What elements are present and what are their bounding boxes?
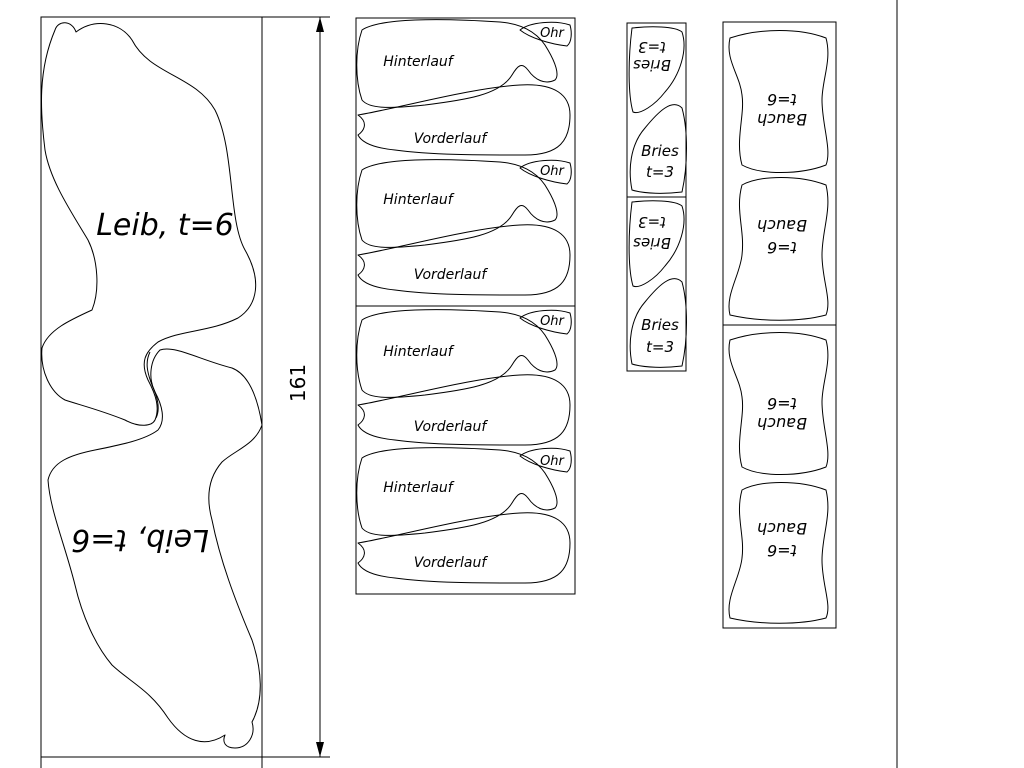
ohr-label-4: Ohr bbox=[540, 454, 565, 469]
bauch-thickness-4: t=6 bbox=[767, 541, 797, 560]
vorderlauf-label-2: Vorderlauf bbox=[414, 267, 489, 283]
leib-frame bbox=[40, 16, 263, 758]
bauch-piece-2 bbox=[728, 177, 829, 321]
hinterlauf-outline-1 bbox=[356, 19, 558, 108]
ohr-outline-2 bbox=[519, 159, 572, 185]
vorderlauf-label-4: Vorderlauf bbox=[414, 555, 489, 571]
bauch-frame-top bbox=[722, 21, 837, 326]
ohr-outline-4 bbox=[519, 447, 572, 473]
bries-frame-bottom bbox=[626, 196, 687, 372]
ohr-outline-3 bbox=[519, 309, 572, 335]
bries-thickness-3: t=3 bbox=[638, 213, 666, 231]
hinterlauf-label-1: Hinterlauf bbox=[383, 54, 454, 70]
bauch-label-3: Bauch bbox=[757, 414, 807, 433]
dimension-arrow-top bbox=[316, 17, 324, 32]
leib-lower-piece bbox=[47, 348, 263, 749]
bries-label-3: Bries bbox=[633, 234, 671, 252]
hinterlauf-label-2: Hinterlauf bbox=[383, 192, 454, 208]
bries-piece-4 bbox=[629, 278, 687, 368]
hinterlauf-label-3: Hinterlauf bbox=[383, 344, 454, 360]
bauch-piece-4 bbox=[728, 482, 829, 624]
bries-piece-3 bbox=[628, 200, 685, 288]
vorderlauf-outline-2 bbox=[357, 224, 571, 296]
vorderlauf-outline-1 bbox=[357, 84, 571, 156]
hinterlauf-outline-4 bbox=[356, 447, 558, 536]
bauch-piece-3 bbox=[728, 332, 829, 475]
vorderlauf-outline-4 bbox=[357, 512, 571, 584]
bries-label-4: Bries bbox=[641, 316, 679, 334]
leib-upper-piece bbox=[40, 22, 257, 426]
bauch-label-2: Bauch bbox=[757, 216, 807, 235]
leg-set-1 bbox=[356, 19, 572, 584]
height-dimension: 161 bbox=[262, 16, 330, 758]
dimension-arrow-bottom bbox=[316, 742, 324, 757]
hinterlauf-outline-2 bbox=[356, 159, 558, 248]
bauch-label-4: Bauch bbox=[757, 519, 807, 538]
bries-piece-2 bbox=[629, 104, 687, 194]
vorderlauf-label-3: Vorderlauf bbox=[414, 419, 489, 435]
vorderlauf-outline-3 bbox=[357, 374, 571, 446]
legs-panel-bottom bbox=[355, 305, 576, 595]
dimension-value: 161 bbox=[286, 364, 310, 402]
bries-label-1: Bries bbox=[633, 56, 671, 74]
bauch-thickness-1: t=6 bbox=[767, 90, 797, 109]
leib-notch bbox=[146, 351, 159, 419]
ohr-label-2: Ohr bbox=[540, 164, 565, 179]
ohr-outline-1 bbox=[519, 21, 572, 47]
hinterlauf-label-4: Hinterlauf bbox=[383, 480, 454, 496]
bauch-label-1: Bauch bbox=[757, 110, 807, 129]
ohr-label-3: Ohr bbox=[540, 314, 565, 329]
leib-lower-label: Leib, t=6 bbox=[71, 522, 209, 557]
vorderlauf-label-1: Vorderlauf bbox=[414, 131, 489, 147]
bries-thickness-1: t=3 bbox=[638, 38, 666, 56]
bries-panel: Bries t=3 Bries t=3 Bries t=3 Bries t=3 bbox=[626, 22, 687, 372]
leib-panel: Leib, t=6 Leib, t=6 bbox=[40, 16, 263, 768]
bauch-thickness-2: t=6 bbox=[767, 238, 797, 257]
bries-thickness-4: t=3 bbox=[646, 338, 674, 356]
bries-piece-1 bbox=[628, 26, 685, 114]
bauch-piece-1 bbox=[728, 30, 829, 173]
hinterlauf-outline-3 bbox=[356, 309, 558, 398]
bries-label-2: Bries bbox=[641, 142, 679, 160]
bauch-frame-bottom bbox=[722, 324, 837, 629]
bauch-thickness-3: t=6 bbox=[767, 394, 797, 413]
bauch-panel: t=6 Bauch Bauch t=6 t=6 Bauch Bauch t=6 bbox=[722, 21, 837, 629]
leib-upper-label: Leib, t=6 bbox=[96, 208, 234, 243]
bries-thickness-2: t=3 bbox=[646, 163, 674, 181]
legs-frame-bottom bbox=[355, 305, 576, 595]
ohr-label-1: Ohr bbox=[540, 26, 565, 41]
leg-labels: Ohr Hinterlauf Vorderlauf Ohr Hinterlauf… bbox=[383, 26, 565, 571]
